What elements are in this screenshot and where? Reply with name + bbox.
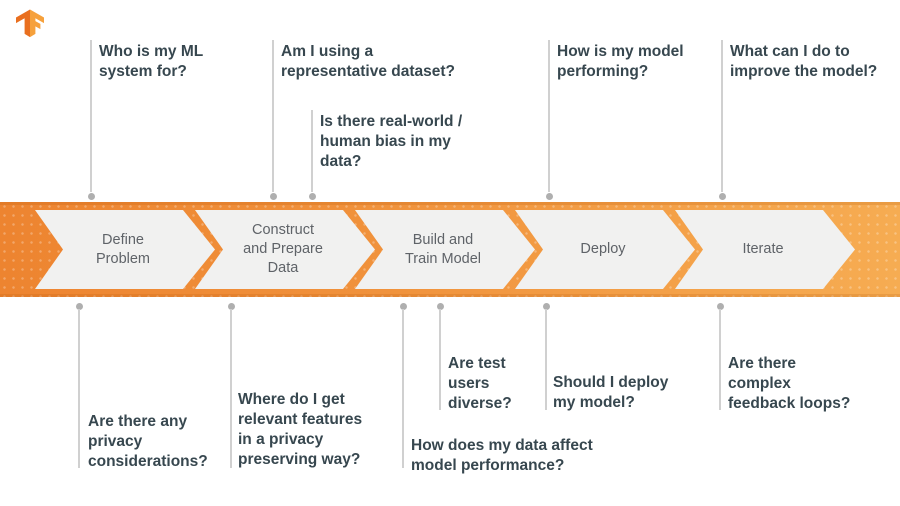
leader-dot (75, 302, 83, 310)
leader-line (230, 309, 232, 468)
chevron-step-construct-data (195, 210, 375, 289)
step-label-iterate: Iterate (742, 241, 784, 257)
leader-line (439, 309, 441, 410)
leader-line (90, 40, 92, 192)
step-label-build-train: Build and Train Model (404, 231, 482, 267)
question-real-world-bias: Is there real-world / human bias in my d… (320, 113, 463, 170)
leader-line (311, 110, 313, 192)
tensorflow-logo-icon (14, 7, 46, 42)
chevron-step-iterate (675, 210, 855, 289)
chevron-step-define-problem (35, 210, 215, 289)
step-label-define-problem: Define Problem (96, 231, 150, 267)
question-representative-dataset: Am I using a representative dataset? (281, 43, 456, 80)
question-complex-feedback-loops: Are there complex feedback loops? (728, 355, 851, 412)
step-label-construct-data: Construct and Prepare Data (243, 222, 323, 276)
leader-line (721, 40, 723, 192)
leader-dot (542, 302, 550, 310)
leader-line (548, 40, 550, 192)
question-model-performing: How is my model performing? (557, 43, 684, 80)
leader-dot (545, 192, 553, 200)
step-label-deploy: Deploy (580, 241, 626, 257)
question-relevant-features-privacy: Where do I get relevant features in a pr… (238, 391, 363, 468)
leader-dot (227, 302, 235, 310)
question-data-affect-performance: How does my data affect model performanc… (411, 437, 593, 474)
question-should-i-deploy: Should I deploy my model? (553, 374, 669, 411)
leader-line (402, 309, 404, 468)
question-privacy-considerations: Are there any privacy considerations? (88, 413, 208, 470)
leader-line (272, 40, 274, 192)
question-improve-model: What can I do to improve the model? (730, 43, 878, 80)
leader-dot (718, 192, 726, 200)
leader-dot (716, 302, 724, 310)
process-band: Define Problem Construct and Prepare Dat… (0, 202, 900, 297)
leader-dot (399, 302, 407, 310)
leader-line (719, 309, 721, 410)
leader-dot (87, 192, 95, 200)
question-test-users-diverse: Are test users diverse? (448, 355, 512, 412)
chevron-step-build-train (355, 210, 535, 289)
chevron-step-deploy (515, 210, 695, 289)
leader-dot (436, 302, 444, 310)
leader-line (78, 309, 80, 468)
leader-line (545, 309, 547, 410)
leader-dot (269, 192, 277, 200)
leader-dot (308, 192, 316, 200)
question-who-is-system-for: Who is my ML system for? (99, 43, 204, 80)
